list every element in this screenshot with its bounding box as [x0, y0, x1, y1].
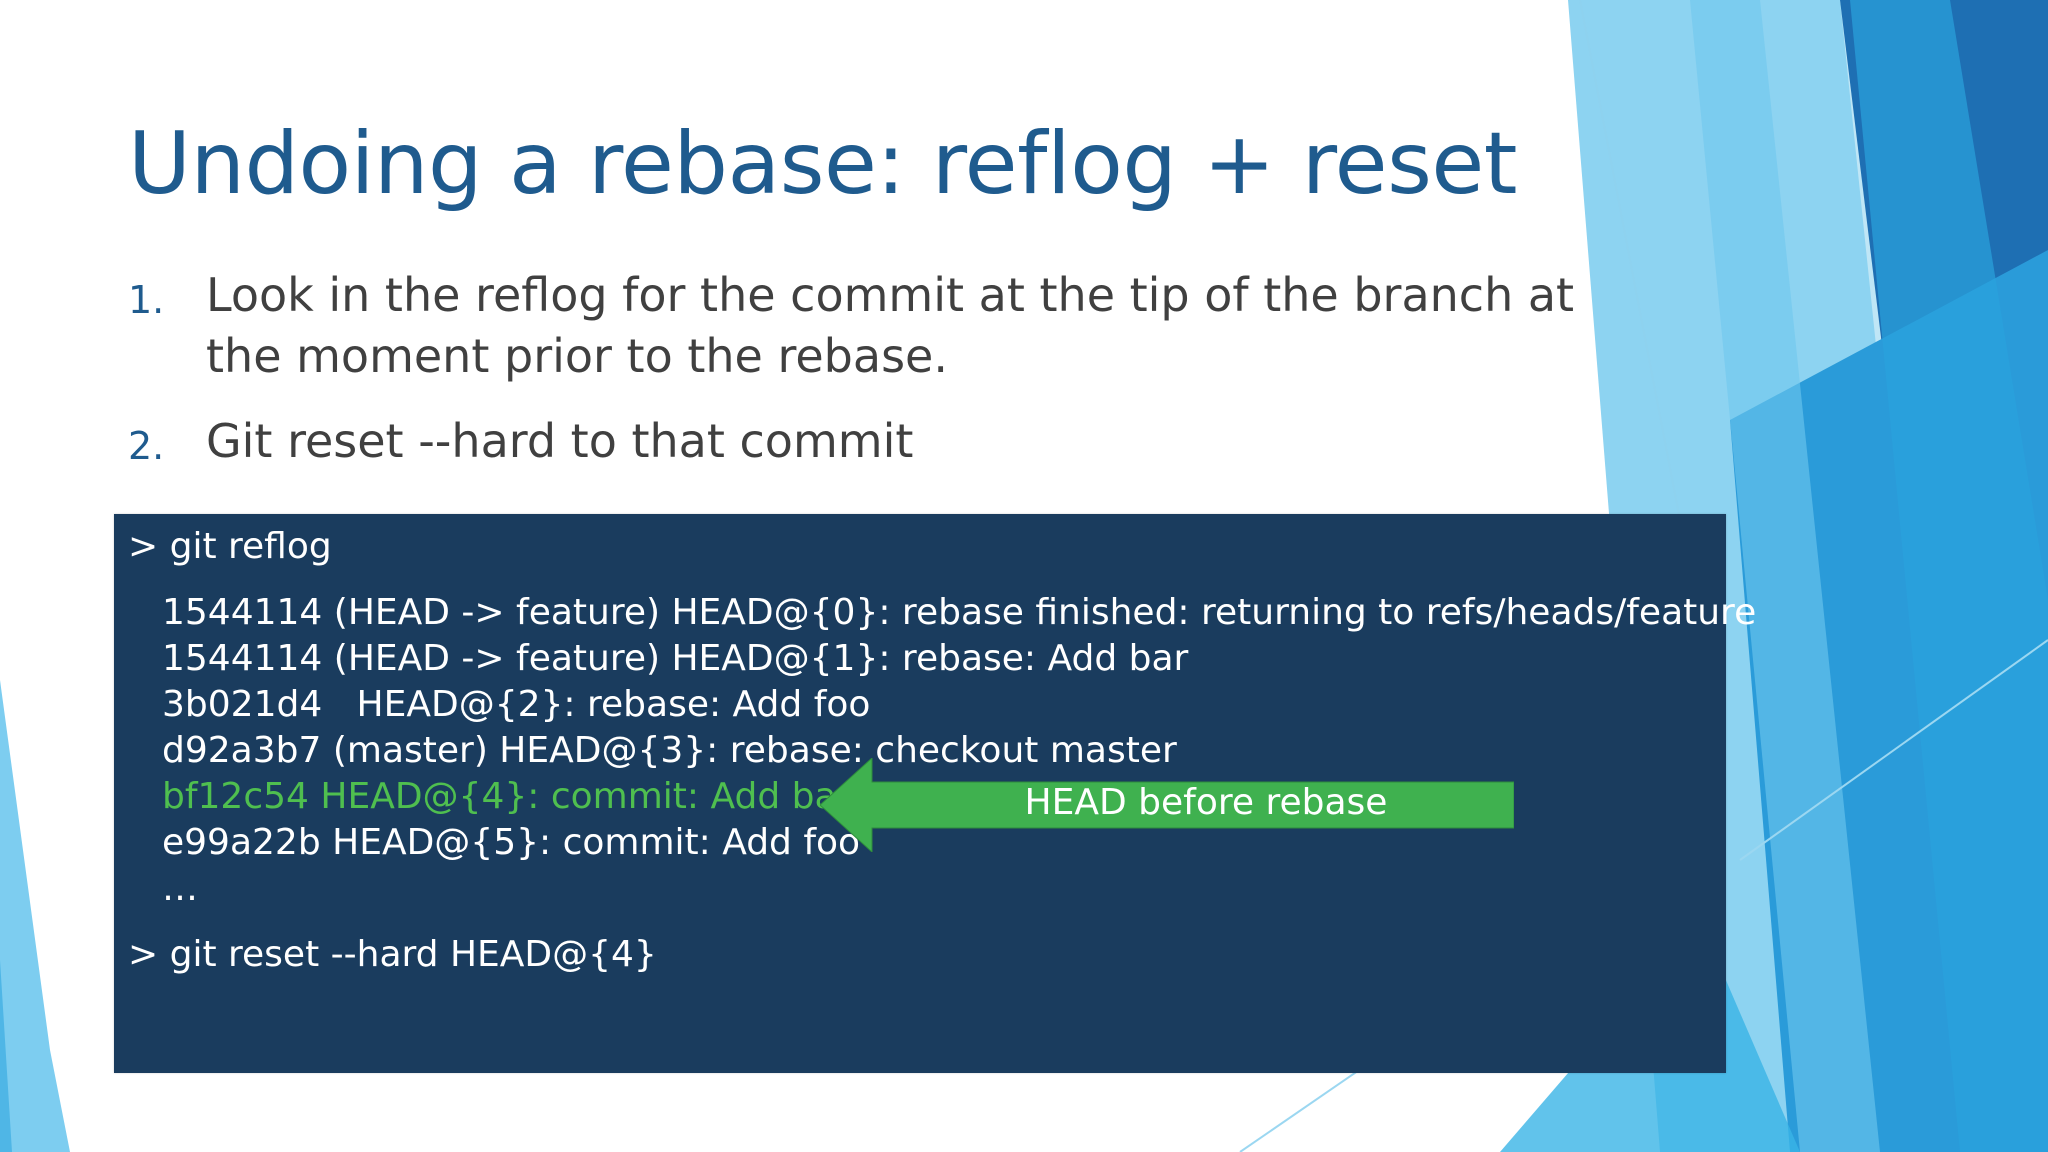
- reflog-line: 1544114 (HEAD -> feature) HEAD@{0}: reba…: [162, 592, 1757, 633]
- left-arrow-icon: [820, 758, 1514, 852]
- reflog-line: 3b021d4 HEAD@{2}: rebase: Add foo: [162, 684, 871, 725]
- callout-label: HEAD before rebase: [1024, 782, 1388, 823]
- step-text: Look in the reflog for the commit at the…: [206, 268, 1575, 383]
- step-text: Git reset --hard to that commit: [206, 414, 914, 468]
- reflog-ellipsis: …: [162, 868, 198, 909]
- head-before-rebase-callout: HEAD before rebase: [820, 758, 1514, 852]
- reflog-line: 1544114 (HEAD -> feature) HEAD@{1}: reba…: [162, 638, 1189, 679]
- reflog-line: d92a3b7 (master) HEAD@{3}: rebase: check…: [162, 730, 1177, 771]
- slide-title: Undoing a rebase: reflog + reset: [128, 114, 1518, 214]
- steps-list: 1. Look in the reflog for the commit at …: [128, 265, 1588, 496]
- step-item: 1. Look in the reflog for the commit at …: [128, 265, 1588, 387]
- step-number: 1.: [128, 278, 165, 322]
- step-number: 2.: [128, 424, 165, 468]
- terminal-panel: > git reflog 1544114 (HEAD -> feature) H…: [114, 514, 1756, 1073]
- reset-command: > git reset --hard HEAD@{4}: [128, 934, 657, 975]
- reflog-command: > git reflog: [128, 526, 332, 567]
- reflog-output: 1544114 (HEAD -> feature) HEAD@{0}: reba…: [162, 590, 1756, 912]
- reflog-line: e99a22b HEAD@{5}: commit: Add foo: [162, 822, 861, 863]
- step-item: 2. Git reset --hard to that commit: [128, 411, 1588, 472]
